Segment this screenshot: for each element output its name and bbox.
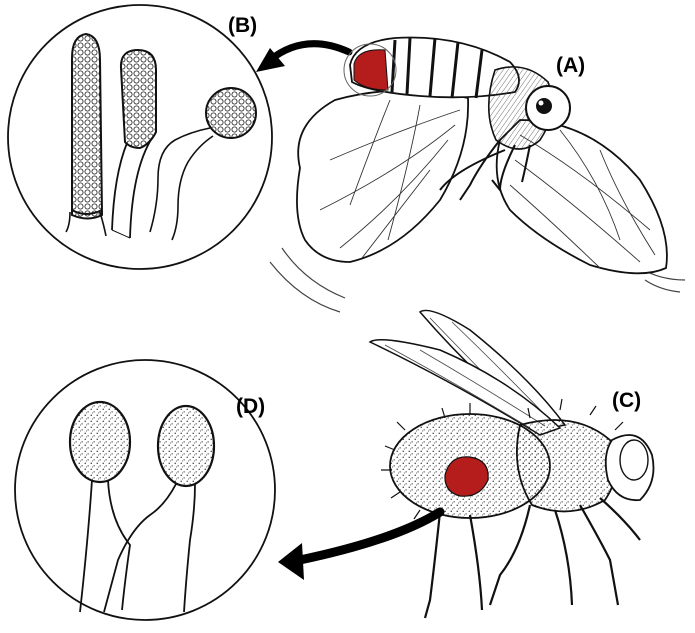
panel-label-d: (D): [236, 396, 265, 417]
fly-a-infected-patch: [354, 50, 388, 90]
arrow-a-to-b: [256, 44, 349, 72]
panel-label-a: (A): [556, 55, 585, 76]
panel-label-c: (C): [612, 390, 641, 411]
fly-c-eye: [620, 440, 648, 480]
panel-b-circle: [8, 5, 272, 269]
fly-a-illustration: [270, 38, 685, 313]
panel-label-b: (B): [228, 15, 257, 36]
fly-c-thorax: [517, 420, 617, 511]
arrow-c-to-d: [278, 512, 440, 580]
granular-stalk-left: [66, 34, 106, 236]
fly-a-eye: [536, 98, 552, 114]
fly-c-illustration: [370, 310, 654, 618]
